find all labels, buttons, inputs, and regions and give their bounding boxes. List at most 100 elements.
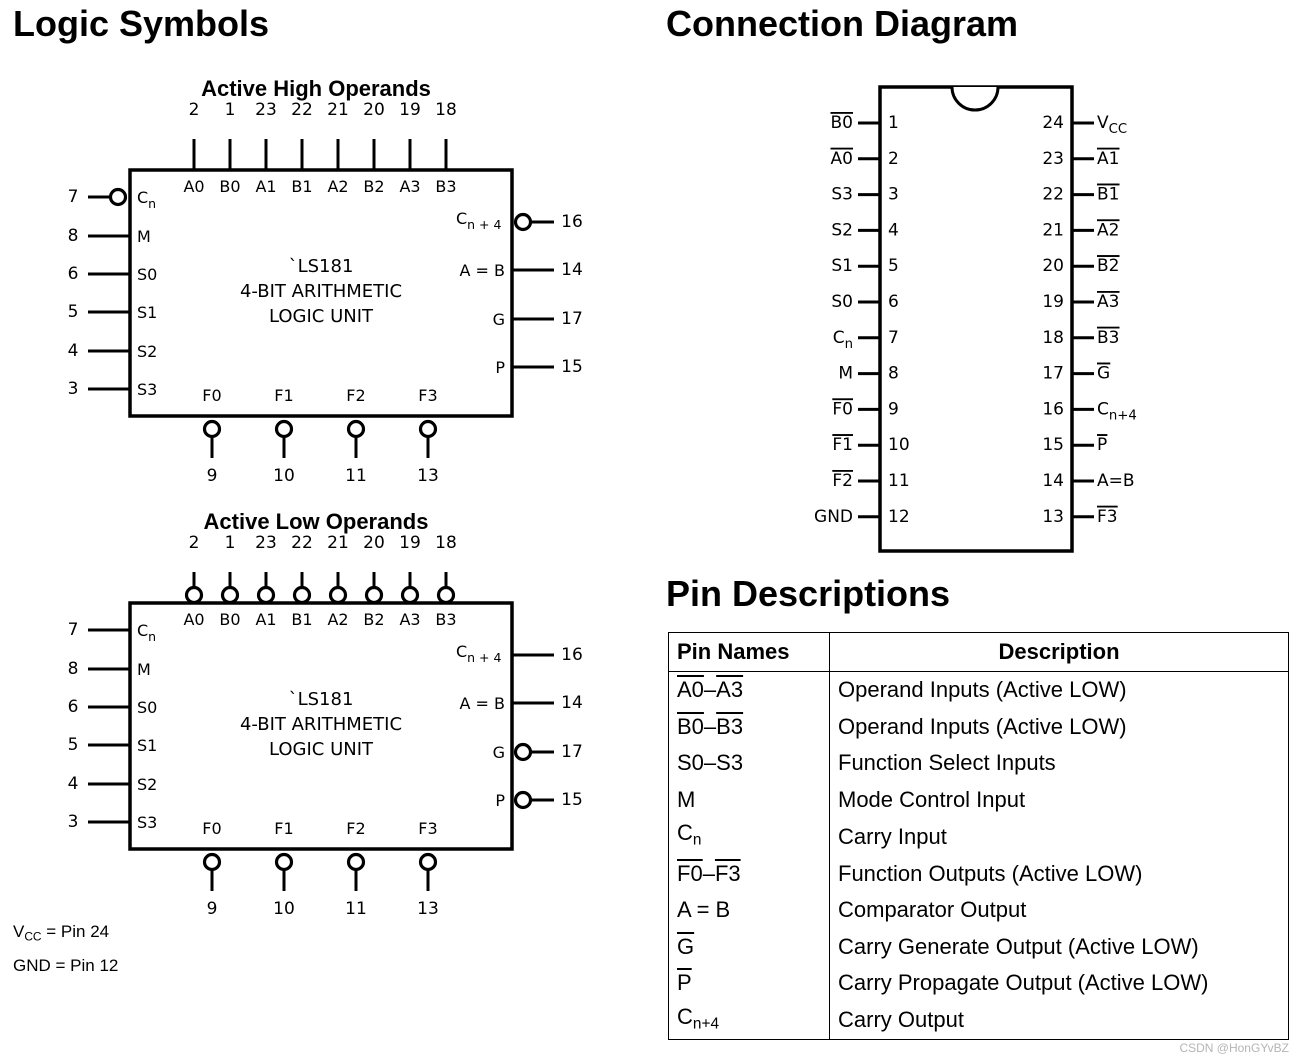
pin-name-cell: Cn+4 — [668, 1001, 830, 1040]
pin-name-text: A3 — [716, 677, 744, 703]
low-pin-m-number: 8 — [68, 659, 79, 679]
ic-pin-19-number: 19 — [1042, 292, 1064, 312]
pin-description-cell: Comparator Output — [838, 897, 1027, 923]
table-row: P Carry Propagate Output (Active LOW) — [668, 965, 1289, 1002]
high-pin-f0-number: 9 — [207, 466, 218, 486]
connection-diagram: 1B02A03S34S25S16S07Cn8M9F010F111F212GND2… — [814, 85, 1137, 553]
low-pin-g-number: 17 — [561, 742, 583, 762]
pin-name-text: – — [703, 677, 717, 703]
ic-pin-4-label: S2 — [831, 220, 853, 240]
ic-pin-16-number: 16 — [1042, 399, 1064, 419]
high-pin-m-label: M — [137, 227, 151, 246]
gnd-footnote: GND = Pin 12 — [13, 956, 119, 975]
ic-pin-12-number: 12 — [888, 507, 910, 527]
low-pin-a2-bubble — [328, 585, 348, 605]
low-pin-cn-number: 7 — [68, 620, 79, 640]
ic-pin-13-number: 13 — [1042, 507, 1064, 527]
low-chip-name-line: LOGIC UNIT — [269, 739, 374, 760]
ic-pin-22-number: 22 — [1042, 185, 1064, 205]
high-pin-f1-label: F1 — [274, 386, 293, 405]
pin-name-text: B0 — [677, 713, 704, 739]
low-pin-f1-bubble — [274, 852, 294, 872]
high-pin-p-label: P — [495, 358, 505, 377]
high-pin-g-number: 17 — [561, 309, 583, 329]
ic-pin-6-number: 6 — [888, 292, 899, 312]
pin-name-text: F0 — [677, 860, 703, 886]
ic-pin-5-label: S1 — [831, 256, 853, 276]
pin-description-cell: Carry Propagate Output (Active LOW) — [838, 970, 1209, 996]
ic-pin-21-number: 21 — [1042, 220, 1064, 240]
ic-pin-8-label: M — [838, 364, 853, 384]
ic-notch — [950, 86, 1000, 112]
ic-pin-22-label: B1 — [1097, 185, 1119, 205]
high-pin-s3-label: S3 — [137, 380, 157, 399]
pin-description-cell: Carry Generate Output (Active LOW) — [838, 933, 1199, 959]
high-pin-b2-label: B2 — [363, 177, 384, 196]
low-chip-name-line: `LS181 — [289, 689, 354, 710]
pin-name-text: S0–S3 — [677, 750, 744, 776]
low-pin-p-label: P — [495, 791, 505, 810]
ic-package-body — [878, 85, 1074, 553]
high-pin-f3-bubble — [418, 419, 438, 439]
ic-pin-17-label: G — [1097, 364, 1110, 384]
low-chip-name-line: 4-BIT ARITHMETIC — [240, 714, 402, 735]
pin-name-cell: P — [668, 965, 830, 1002]
high-pin-s0-label: S0 — [137, 265, 157, 284]
high-pin-f2-number: 11 — [345, 466, 367, 486]
pin-name-cell: A = B — [668, 892, 830, 929]
pin-description-cell: Carry Input — [838, 823, 947, 849]
low-pin-g-bubble — [513, 742, 533, 762]
ic-pin-14-label: A=B — [1097, 471, 1135, 491]
watermark: CSDN @HonGYvBZ — [1179, 1041, 1289, 1055]
ic-pin-7-label: Cn — [833, 328, 853, 352]
ic-pin-10-number: 10 — [888, 435, 910, 455]
low-pin-s3-number: 3 — [68, 812, 79, 832]
ic-pin-11-number: 11 — [888, 471, 910, 491]
high-pin-f2-bubble — [346, 419, 366, 439]
low-pin-f3-bubble — [418, 852, 438, 872]
pin-descriptions-heading: Pin Descriptions — [666, 573, 951, 614]
ic-pin-16-label: Cn+4 — [1097, 399, 1137, 423]
ic-pin-18-label: B3 — [1097, 328, 1119, 348]
pin-name-text: P — [677, 970, 692, 996]
low-pin-f0-bubble — [202, 852, 222, 872]
ic-pin-23-number: 23 — [1042, 149, 1064, 169]
ic-pin-9-number: 9 — [888, 399, 899, 419]
low-pin-m-label: M — [137, 660, 151, 679]
low-pin-b0-bubble — [220, 585, 240, 605]
logic-symbols-heading: Logic Symbols — [13, 3, 270, 44]
pin-description-cell: Operand Inputs (Active LOW) — [838, 713, 1127, 739]
high-pin-s0-number: 6 — [68, 264, 79, 284]
high-pin-cn-bubble — [108, 187, 128, 207]
vcc-footnote: VCC = Pin 24 — [13, 922, 110, 944]
high-pin-b1-label: B1 — [291, 177, 312, 196]
ic-pin-24-number: 24 — [1042, 113, 1064, 133]
pin-name-text: – — [703, 713, 717, 739]
ic-pin-15-number: 15 — [1042, 435, 1064, 455]
low-pin-s2-number: 4 — [68, 774, 79, 794]
low-pin-f3-label: F3 — [418, 819, 437, 838]
low-pin-a1-bubble — [256, 585, 276, 605]
high-pin-a1-label: A1 — [255, 177, 276, 196]
low-pin-f0-number: 9 — [207, 899, 218, 919]
high-pin-a0-label: A0 — [183, 177, 204, 196]
low-pin-b2-label: B2 — [363, 610, 384, 629]
ic-pin-19-label: A3 — [1097, 292, 1119, 312]
high-pin-cn4-number: 16 — [561, 212, 583, 232]
low-pin-f0-label: F0 — [202, 819, 221, 838]
ic-pin-17-number: 17 — [1042, 364, 1064, 384]
pin-name-text: F3 — [714, 860, 741, 886]
pin-name-text: C — [677, 820, 693, 845]
low-pin-a3-label: A3 — [399, 610, 420, 629]
high-pin-s3-number: 3 — [68, 379, 79, 399]
high-pin-f2-label: F2 — [346, 386, 365, 405]
low-pin-s3-label: S3 — [137, 813, 157, 832]
high-pin-a0-number: 2 — [189, 100, 200, 120]
high-pin-b0-number: 1 — [225, 100, 236, 120]
high-pin-ab-number: 14 — [561, 260, 583, 280]
ic-pin-4-number: 4 — [888, 220, 899, 240]
pin-description-cell: Operand Inputs (Active LOW) — [838, 677, 1127, 703]
low-pin-cn-label: Cn — [137, 621, 156, 644]
low-pin-cn4-number: 16 — [561, 645, 583, 665]
